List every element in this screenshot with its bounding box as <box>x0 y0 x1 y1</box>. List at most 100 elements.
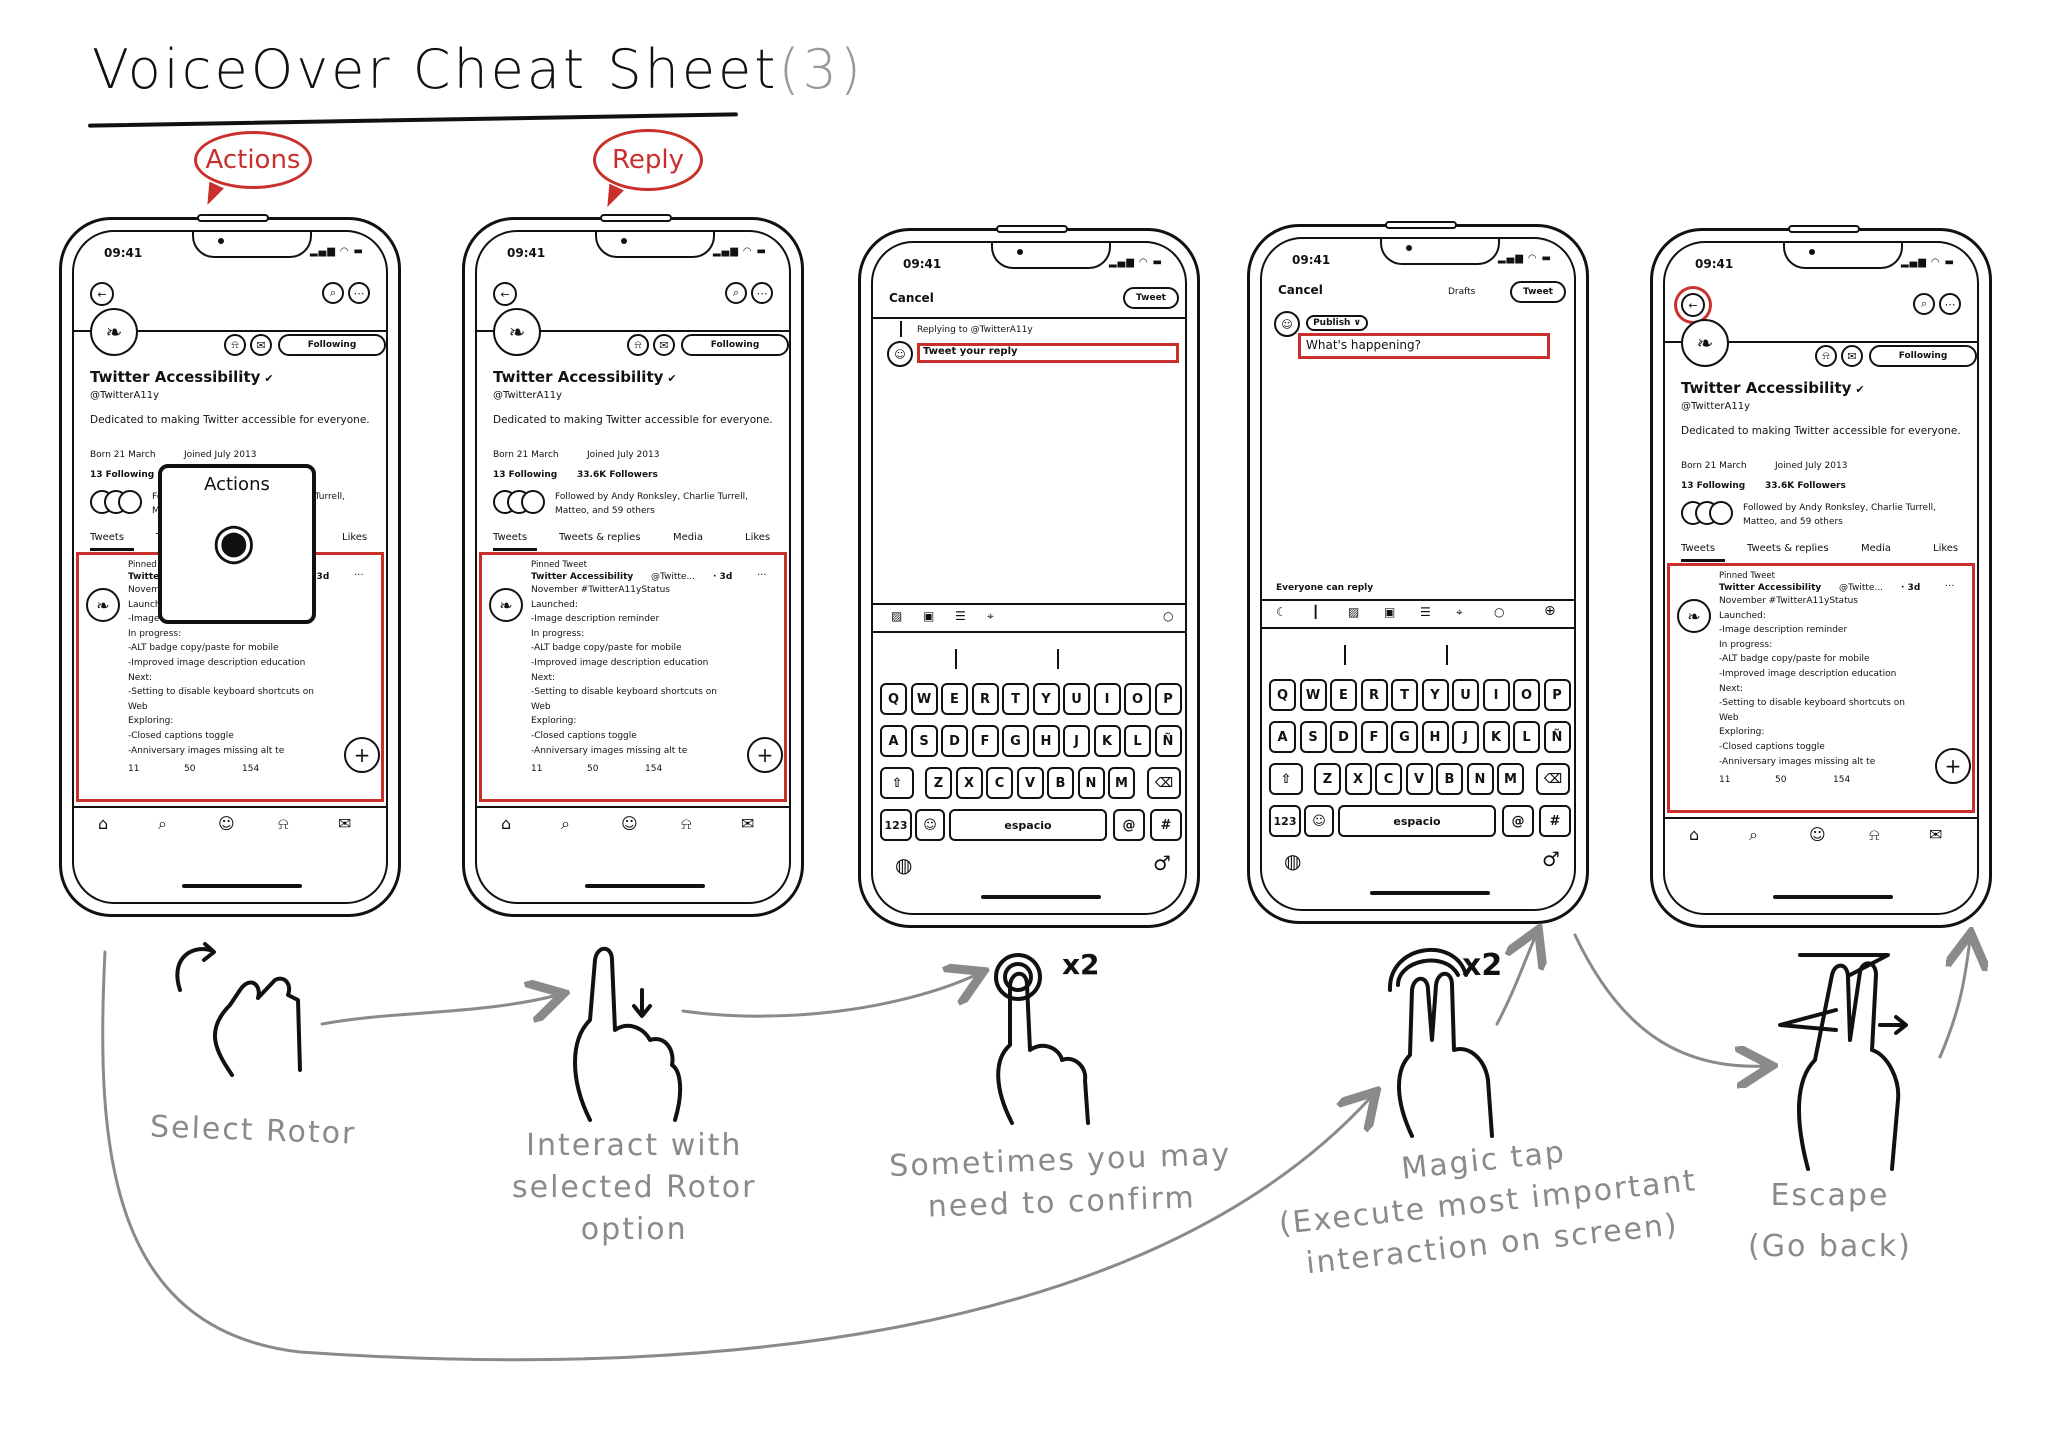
back-button[interactable]: ← <box>493 282 517 306</box>
key-O[interactable]: O <box>1124 683 1151 715</box>
key-A[interactable]: A <box>880 725 907 757</box>
tab-0[interactable]: Tweets <box>1681 543 1716 554</box>
hash-key[interactable]: # <box>1539 805 1571 837</box>
key-D[interactable]: D <box>941 725 968 757</box>
spaces-tab-icon[interactable]: ☺ <box>621 814 638 833</box>
following-button[interactable]: Following <box>1869 345 1977 367</box>
following-count[interactable]: 13 Following <box>493 470 558 480</box>
tab-1[interactable]: Tweets & replies <box>1747 543 1829 554</box>
numbers-key[interactable]: 123 <box>880 809 912 841</box>
voice-icon[interactable]: ┃ <box>1312 605 1320 619</box>
bell-tab-icon[interactable]: ⍾ <box>681 814 692 833</box>
compose-fab[interactable]: + <box>344 737 380 773</box>
following-count[interactable]: 13 Following <box>1681 481 1746 491</box>
key-V[interactable]: V <box>1405 763 1433 795</box>
shift-key[interactable]: ⇧ <box>1269 763 1303 795</box>
message-button[interactable]: ✉ <box>1841 345 1863 367</box>
space-key[interactable]: espacio <box>1338 805 1496 837</box>
numbers-key[interactable]: 123 <box>1269 805 1301 837</box>
key-A[interactable]: A <box>1269 721 1296 753</box>
compose-fab[interactable]: + <box>747 737 783 773</box>
back-button[interactable]: ← <box>90 282 114 306</box>
microphone-icon[interactable]: ♂ <box>1153 851 1171 875</box>
home-tab-icon[interactable]: ⌂ <box>501 814 512 833</box>
drafts-button[interactable]: Drafts <box>1448 287 1476 297</box>
like-count[interactable]: 154 <box>242 764 260 774</box>
key-Y[interactable]: Y <box>1032 683 1060 715</box>
retweet-count[interactable]: 50 <box>587 764 599 774</box>
tab-1[interactable]: Tweets & replies <box>559 532 641 543</box>
tweet-button[interactable]: Tweet <box>1123 287 1179 309</box>
key-M[interactable]: M <box>1497 763 1524 795</box>
shift-key[interactable]: ⇧ <box>880 767 914 799</box>
key-V[interactable]: V <box>1016 767 1044 799</box>
search-tab-icon[interactable]: ⌕ <box>158 814 167 833</box>
key-B[interactable]: B <box>1436 763 1463 795</box>
key-Ñ[interactable]: Ñ <box>1543 721 1571 753</box>
reply-input[interactable]: Tweet your reply <box>923 346 1018 357</box>
home-tab-icon[interactable]: ⌂ <box>1689 825 1700 844</box>
hash-key[interactable]: # <box>1150 809 1182 841</box>
key-L[interactable]: L <box>1513 721 1540 753</box>
cancel-button[interactable]: Cancel <box>889 291 934 305</box>
key-O[interactable]: O <box>1513 679 1540 711</box>
notifications-bell-button[interactable]: ⍾ <box>627 334 649 356</box>
message-button[interactable]: ✉ <box>653 334 675 356</box>
search-button[interactable]: ⌕ <box>1913 293 1935 315</box>
tab-0[interactable]: Tweets <box>493 532 528 543</box>
key-C[interactable]: C <box>986 767 1013 799</box>
key-M[interactable]: M <box>1108 767 1135 799</box>
search-tab-icon[interactable]: ⌕ <box>561 814 570 833</box>
back-button[interactable]: ← <box>1681 293 1705 317</box>
key-U[interactable]: U <box>1063 683 1090 715</box>
key-I[interactable]: I <box>1093 683 1121 715</box>
space-key[interactable]: espacio <box>949 809 1107 841</box>
tab-3[interactable]: Likes <box>342 532 368 543</box>
at-key[interactable]: @ <box>1113 809 1145 841</box>
following-count[interactable]: 13 Following <box>90 470 155 480</box>
emoji-key[interactable]: ☺ <box>1304 805 1334 837</box>
tweet-button[interactable]: Tweet <box>1510 281 1566 303</box>
retweet-count[interactable]: 50 <box>184 764 196 774</box>
key-G[interactable]: G <box>1002 725 1029 757</box>
key-E[interactable]: E <box>1330 679 1357 711</box>
key-R[interactable]: R <box>971 683 999 715</box>
globe-icon[interactable]: ◍ <box>895 853 913 877</box>
key-X[interactable]: X <box>1344 763 1372 795</box>
tweet-more-button[interactable]: ··· <box>757 570 767 581</box>
key-X[interactable]: X <box>955 767 983 799</box>
poll-icon[interactable]: ☰ <box>1420 605 1431 619</box>
tab-2[interactable]: Media <box>673 532 704 543</box>
reply-count[interactable]: 11 <box>128 764 140 774</box>
image-icon[interactable]: ▨ <box>891 609 903 623</box>
search-button[interactable]: ⌕ <box>725 282 747 304</box>
globe-icon[interactable]: ◍ <box>1284 849 1302 873</box>
key-Ñ[interactable]: Ñ <box>1154 725 1182 757</box>
key-N[interactable]: N <box>1466 763 1494 795</box>
key-L[interactable]: L <box>1124 725 1151 757</box>
everyone-can-reply[interactable]: Everyone can reply <box>1276 583 1374 593</box>
retweet-count[interactable]: 50 <box>1775 775 1787 785</box>
search-tab-icon[interactable]: ⌕ <box>1749 825 1758 844</box>
cancel-button[interactable]: Cancel <box>1278 283 1323 297</box>
key-K[interactable]: K <box>1482 721 1510 753</box>
key-R[interactable]: R <box>1360 679 1388 711</box>
key-T[interactable]: T <box>1391 679 1418 711</box>
reply-count[interactable]: 11 <box>531 764 543 774</box>
key-S[interactable]: S <box>910 725 938 757</box>
key-Q[interactable]: Q <box>1269 679 1296 711</box>
key-Z[interactable]: Z <box>925 767 952 799</box>
key-F[interactable]: F <box>971 725 999 757</box>
key-P[interactable]: P <box>1154 683 1182 715</box>
followers-count[interactable]: 33.6K Followers <box>1765 481 1846 491</box>
more-button[interactable]: ⋯ <box>751 282 773 304</box>
image-icon[interactable]: ▨ <box>1348 605 1360 619</box>
key-W[interactable]: W <box>910 683 938 715</box>
key-Y[interactable]: Y <box>1421 679 1449 711</box>
key-U[interactable]: U <box>1452 679 1479 711</box>
key-S[interactable]: S <box>1299 721 1327 753</box>
mail-tab-icon[interactable]: ✉ <box>1929 825 1943 844</box>
spaces-tab-icon[interactable]: ☺ <box>218 814 235 833</box>
compose-fab[interactable]: + <box>1935 748 1971 784</box>
